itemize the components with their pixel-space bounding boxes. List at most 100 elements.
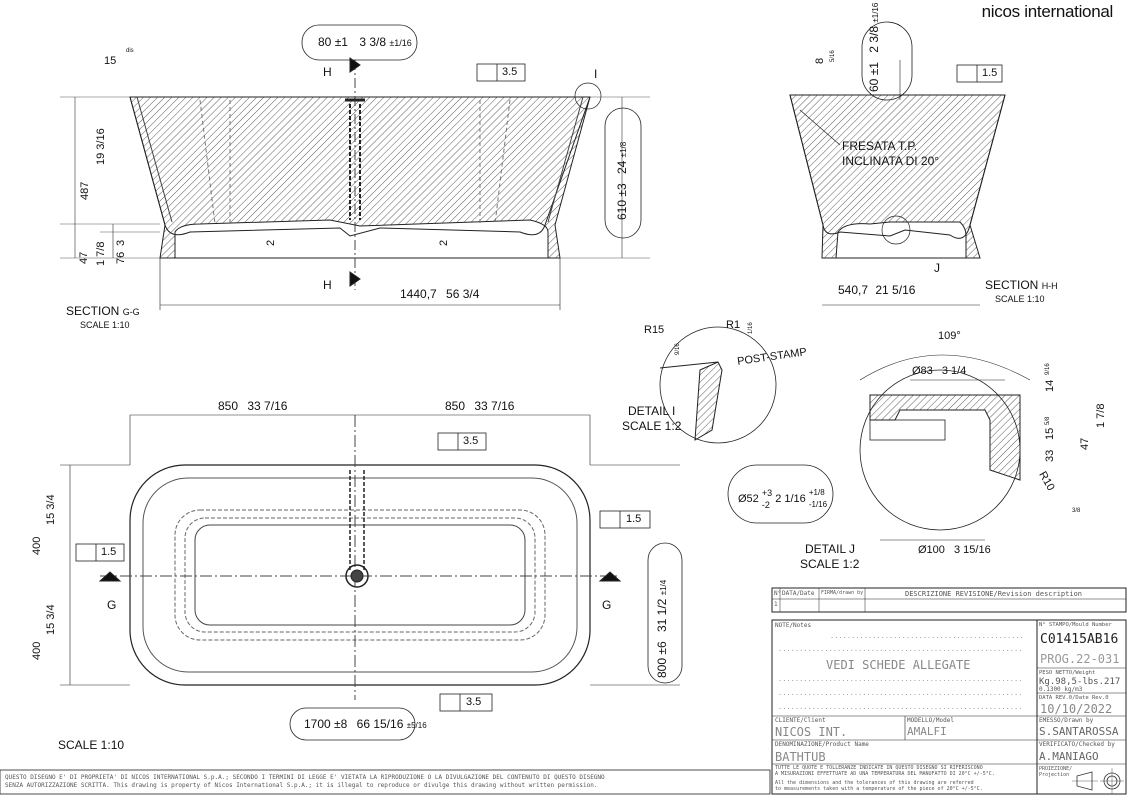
half-length-right: 850 33 7/16 [445, 400, 514, 412]
radius-r10-inch: 3/8 [1072, 508, 1081, 514]
notes-label: NOTE/Notes [775, 622, 812, 629]
dim-2-right: 2 [438, 239, 450, 246]
milling-note-2: INCLINATA DI 20° [842, 154, 940, 168]
cut-mark-g-left: G [107, 598, 117, 612]
section-gg-title: SECTION G-G [66, 305, 140, 317]
half-length-left: 850 33 7/16 [218, 400, 287, 412]
title-suffix: H-H [1041, 281, 1058, 291]
cut-mark-h-top: H [323, 65, 332, 79]
dim-tolerance: ±8 [334, 717, 348, 731]
density-value: 0.1300 kg/m3 [1039, 686, 1083, 693]
radius-r1: R1 [726, 319, 741, 331]
flatness-left: 1.5 [101, 546, 117, 558]
dim-47-inch: 1 7/8 [1095, 403, 1107, 428]
dim-value: 60 [867, 78, 881, 92]
copyright-line-1: QUESTO DISEGNO E' DI PROPRIETA' DI NICOS… [5, 774, 605, 781]
dim-inch-tolerance: ±1/16 [389, 38, 412, 48]
detail-i-view [659, 326, 777, 444]
dim-76: 76 [115, 251, 127, 264]
drain-dia-capsule: Ø52 +3 -2 2 1/16 +1/8 -1/16 [738, 487, 827, 511]
detail-i-ref: I [594, 67, 598, 81]
dim-tolerance: ±1 [867, 62, 881, 76]
drawn-value: S.SANTAROSSA [1039, 725, 1119, 738]
dim-inch: 3 15/16 [953, 544, 991, 556]
date-value: 10/10/2022 [1040, 702, 1113, 716]
checked-value: A.MANIAGO [1039, 750, 1099, 763]
dim-value: Ø83 [912, 365, 933, 377]
dia-100: Ø100 3 15/16 [918, 545, 991, 556]
dia-83: Ø83 3 1/4 [912, 366, 966, 377]
title-text: SECTION [985, 278, 1039, 292]
projection-symbol-icon [1072, 768, 1124, 794]
product-label: DENOMINAZIONE/Product Name [775, 741, 869, 748]
dim-value: 610 [615, 199, 629, 220]
prog-number: PROG.22-031 [1040, 652, 1120, 666]
dim-inch: 33 7/16 [247, 399, 288, 413]
notes-text: VEDI SCHEDE ALLEGATE [826, 658, 971, 672]
dim-inch: 31 1/2 [655, 598, 669, 633]
notes-dotted-line: ........................................… [778, 646, 1023, 653]
dim-inch-tolerance: ±5/16 [406, 721, 427, 730]
dim-inch: 33 7/16 [474, 399, 515, 413]
dim-inch: 3 3/8 [359, 35, 387, 49]
dim-14: 14 [1044, 379, 1056, 392]
width-capsule: 800 ±6 31 1/2 ±1/4 [655, 580, 669, 678]
projection-label: PROIEZIONE/ Projection [1039, 766, 1073, 778]
dim-tol-plus: +3 [761, 488, 773, 498]
dim-inch-tolerance: ±1/16 [871, 2, 880, 23]
weight-value: Kg.98,5-lbs.217 [1039, 677, 1121, 687]
rev-row-no: 1 [774, 601, 778, 608]
dim-inch-tolerance: ±1/8 [619, 141, 628, 158]
cut-mark-g-right: G [602, 598, 612, 612]
height-487-inch: 19 3/16 [95, 128, 107, 165]
detail-j-view [727, 354, 1031, 541]
half-width-top: 400 [31, 536, 43, 555]
width-540: 540,7 21 5/16 [838, 284, 915, 296]
dim-8-inch: 5/16 [830, 50, 836, 62]
flatness-bottom: 3.5 [466, 696, 482, 708]
mould-label: N° STAMPO/Mould Number [1039, 622, 1112, 628]
copyright-line-2: SENZA AUTORIZZAZIONE SCRITTA. This drawi… [5, 782, 598, 789]
length-capsule: 1700 ±8 66 15/16 ±5/16 [304, 718, 427, 730]
dim-33: 33 [1044, 449, 1056, 462]
plan-view [60, 414, 683, 741]
dim-15-inch: 5/8 [1045, 416, 1051, 425]
half-width-bottom-inch: 15 3/4 [45, 604, 57, 635]
client-value: NICOS INT. [775, 725, 848, 739]
rev-header-drawn: FIRMA/drawn by [821, 590, 864, 596]
checked-label: VERIFICATO/Checked by [1039, 741, 1115, 748]
angle-109: 109° [938, 330, 961, 342]
detail-j-ref: J [934, 261, 940, 275]
drawn-label: EMESSO/Drawn by [1039, 717, 1094, 724]
angle-unit: dis [126, 48, 134, 54]
radius-r15: R15 [644, 324, 665, 336]
flatness-top: 3.5 [463, 435, 479, 447]
weight-label: PESO NETTO/Weight [1039, 670, 1096, 676]
title-suffix: G-G [122, 307, 140, 317]
dim-inch: 56 3/4 [446, 287, 480, 301]
dim-tolerance: ±6 [655, 641, 669, 655]
radius-r1-inch: 1/16 [748, 322, 754, 334]
dim-3: 3 [115, 239, 127, 246]
tolerance-note-it-1: TUTTE LE QUOTE E TOLLERANZE INDICATE IN … [775, 765, 983, 771]
flatness-value: 1.5 [982, 67, 998, 79]
half-width-bottom: 400 [31, 641, 43, 660]
dim-inch-plus: +1/8 [808, 488, 825, 497]
height-487: 487 [79, 181, 91, 200]
dim-14-inch: 9/16 [1045, 363, 1051, 375]
dim-value: 80 [318, 35, 332, 49]
title-block-lines [0, 587, 1127, 795]
dim-inch-minus: -1/16 [808, 500, 828, 509]
detail-i-scale: SCALE 1:2 [622, 419, 682, 433]
dim-value: Ø52 [738, 492, 759, 505]
notes-dotted-line: ........................................… [778, 690, 1023, 697]
dim-47: 47 [1079, 437, 1091, 450]
top-depth-capsule: 80 ±1 3 3/8 ±1/16 [318, 36, 412, 48]
rim-height-capsule: 60 ±1 2 3/8 ±1/16 [867, 2, 881, 92]
dim-value: 800 [655, 657, 669, 678]
rev-header-date: DATA/Date [782, 590, 815, 597]
detail-j-title: DETAIL J [805, 542, 856, 556]
client-label: CLIENTE/Client [775, 717, 826, 724]
dim-inch: 21 5/16 [875, 283, 916, 297]
section-gg-scale: SCALE 1:10 [80, 320, 130, 330]
